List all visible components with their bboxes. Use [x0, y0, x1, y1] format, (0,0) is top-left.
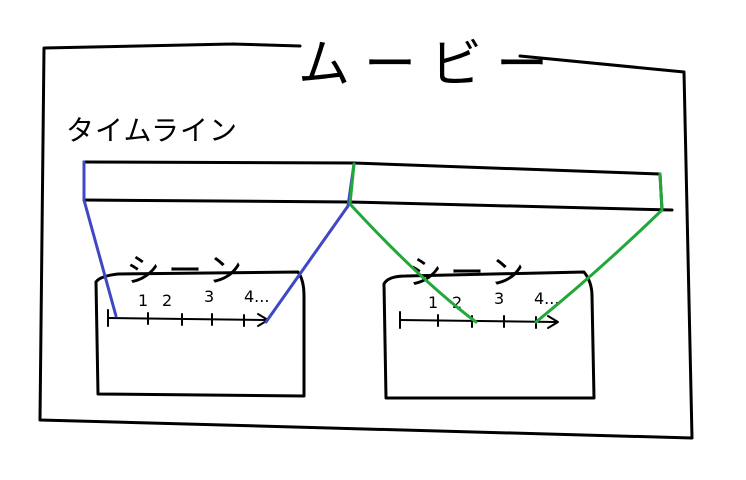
scene-tick-label-3: 3 [494, 289, 504, 308]
scene-tick-label-1: 1 [138, 291, 148, 310]
scene-panel-1: シーン 1 2 3 4... [94, 251, 306, 398]
scene-tick-label-4: 4... [244, 287, 269, 306]
movie-frame [38, 42, 694, 440]
timeline-bar [82, 160, 674, 212]
scene-tick-label-2: 2 [162, 291, 172, 310]
scene-box [94, 270, 306, 398]
scene-tick-label-1: 1 [428, 293, 438, 312]
timeline-label: タイムライン [66, 114, 238, 147]
scene-link-2 [348, 162, 664, 324]
scene-tick-label-2: 2 [452, 293, 462, 312]
scene-scale [399, 311, 559, 329]
scene-label: シーン [408, 253, 532, 293]
scene-tick-label-4: 4... [534, 289, 559, 308]
scene-box [382, 270, 596, 400]
movie-title: ムービー [298, 35, 562, 95]
scene-link-1 [82, 160, 356, 324]
scene-panel-2: シーン 1 2 3 4... [382, 253, 596, 400]
scene-label: シーン [126, 251, 250, 291]
scene-scale [107, 309, 269, 327]
scene-tick-label-3: 3 [204, 287, 214, 306]
